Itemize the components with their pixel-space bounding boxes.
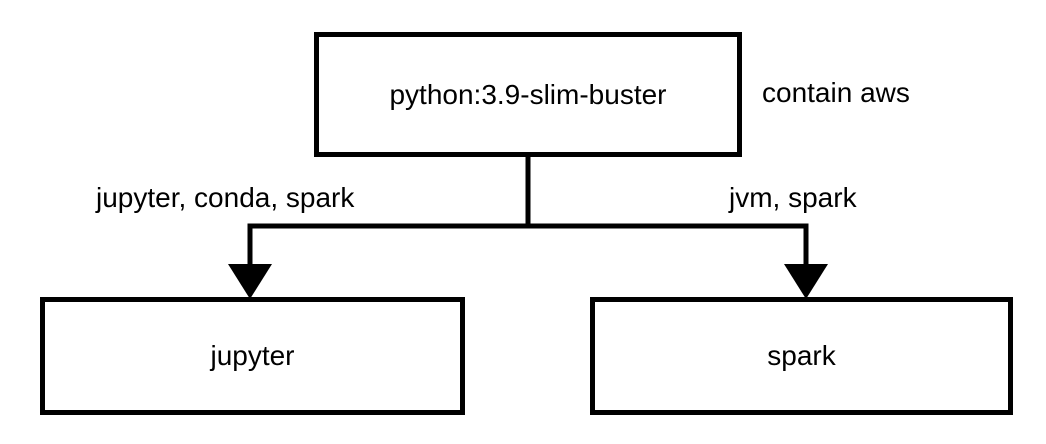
arrowhead-down-icon (228, 264, 272, 299)
node-spark[interactable]: spark (590, 297, 1013, 415)
node-label: jupyter (210, 340, 295, 372)
node-jupyter[interactable]: jupyter (40, 297, 465, 415)
node-label: spark (767, 340, 836, 372)
annotation-contain-aws: contain aws (762, 77, 910, 108)
node-label: python:3.9-slim-buster (389, 78, 667, 110)
edge-to-spark[interactable] (784, 223, 828, 300)
node-python-base-image[interactable]: python:3.9-slim-buster (314, 32, 742, 157)
edge-to-jupyter[interactable] (228, 223, 272, 300)
edge-label-jupyter-branch: jupyter, conda, spark (96, 182, 355, 213)
edge-label-spark-branch: jvm, spark (729, 182, 857, 213)
arrowhead-down-icon (784, 264, 828, 299)
